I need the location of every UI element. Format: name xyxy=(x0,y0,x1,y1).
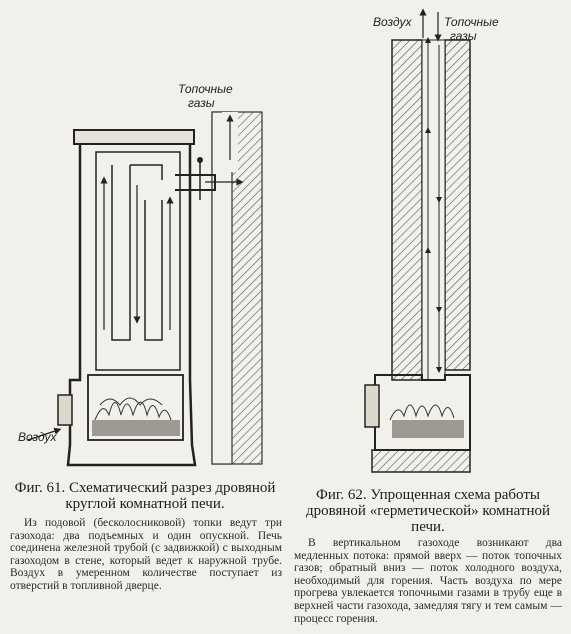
fig61-caption: Фиг. 61. Схематический разрез дровяной к… xyxy=(14,480,276,512)
fig62-gases-label-2: газы xyxy=(450,29,477,43)
fig61-air-label: Воздух xyxy=(18,430,57,444)
fig62-left-wall xyxy=(391,39,423,381)
fig61-gases-label-2: газы xyxy=(188,96,215,110)
fig61-description: Из подовой (бесколосниковой) топки ведут… xyxy=(10,517,282,592)
fig62-caption: Фиг. 62. Упрощенная схема работы дровяно… xyxy=(305,487,550,535)
fig61-wood xyxy=(92,420,180,436)
fig62-description: В вертикальном газоходе возникают два ме… xyxy=(294,537,562,625)
fig61-door xyxy=(57,394,73,426)
fig62-flue-channel xyxy=(421,39,446,381)
fig61-firebox xyxy=(87,374,184,441)
fig62-firebox xyxy=(374,374,471,451)
fig61-gases-label-1: Топочные xyxy=(178,82,233,96)
fig62-air-label: Воздух xyxy=(373,15,412,29)
fig61-top-cap xyxy=(73,129,195,145)
fig61-flames xyxy=(94,397,172,421)
fig61-outer-shell xyxy=(66,144,197,467)
fig61-stove-section xyxy=(27,111,263,467)
fig62-right-wall xyxy=(444,39,471,371)
fig62-gases-label-1: Топочные xyxy=(444,15,499,29)
fig62-stove-section xyxy=(364,8,471,473)
